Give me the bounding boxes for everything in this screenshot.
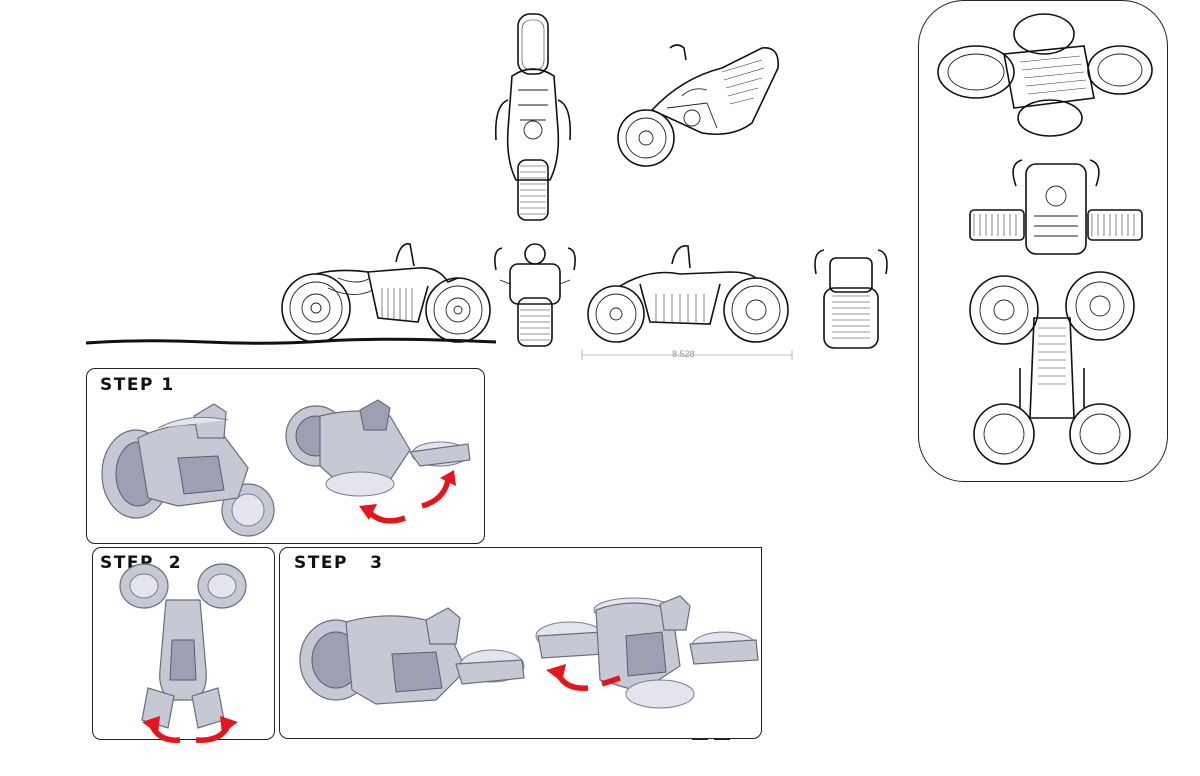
step-1-transforming-render xyxy=(285,399,471,497)
dimension-value: 8.528 xyxy=(672,349,695,359)
step-3-flying-render xyxy=(535,595,759,709)
ground-line xyxy=(85,337,497,345)
flying-mode-front-drawing xyxy=(969,159,1143,255)
flying-mode-isometric-drawing xyxy=(937,13,1153,137)
step-1-rotate-arrow-right xyxy=(421,470,456,509)
step-2-bike-render xyxy=(119,563,247,729)
bike-rear-view-drawing xyxy=(814,249,888,349)
step-1-title: STEP 1 xyxy=(100,375,175,395)
step-3-bike-render xyxy=(299,607,525,705)
bottom-marks xyxy=(692,738,730,740)
bike-side-view-right-drawing xyxy=(587,245,789,343)
bike-side-view-left-drawing xyxy=(281,243,491,343)
flying-mode-top-drawing xyxy=(969,271,1135,465)
step-1-bike-render xyxy=(101,403,275,537)
step-2-rotate-arrows xyxy=(142,716,238,743)
step-3-rotate-arrow xyxy=(546,664,621,691)
bike-front-view-drawing xyxy=(494,243,576,347)
transformed-views-panel xyxy=(918,0,1168,482)
bike-isometric-drawing xyxy=(617,44,779,167)
dimension-line xyxy=(581,350,793,360)
step-1-rotate-arrow-left xyxy=(359,504,406,524)
bike-top-view-drawing xyxy=(494,13,572,221)
step-3-title: STEP 3 xyxy=(294,553,384,573)
